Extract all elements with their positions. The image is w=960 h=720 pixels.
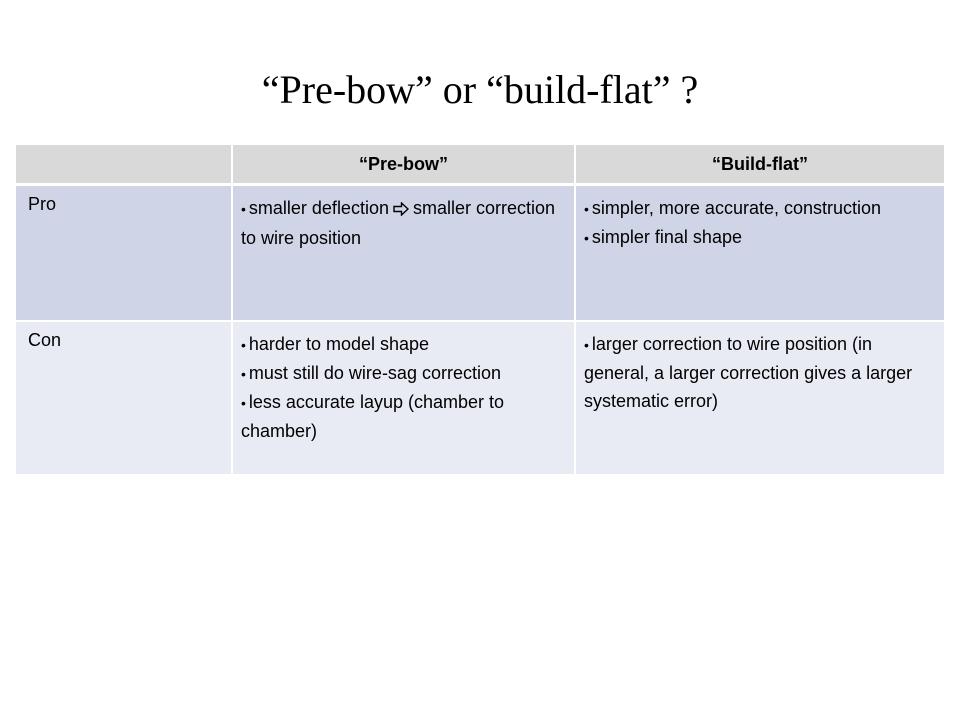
bullet-icon: • <box>241 337 246 353</box>
bullet-icon: • <box>241 366 246 382</box>
list-item: •harder to model shape <box>241 330 568 359</box>
bullet-icon: • <box>584 230 589 246</box>
con-prebow-list: •harder to model shape •must still do wi… <box>241 330 568 445</box>
comparison-table: “Pre-bow” “Build-flat” Pro •smaller defl… <box>16 145 944 474</box>
bullet-text: less accurate layup (chamber to chamber) <box>241 392 505 441</box>
pro-buildflat-cell: •simpler, more accurate, construction •s… <box>574 184 944 322</box>
bullet-icon: • <box>584 201 589 217</box>
right-arrow-icon <box>393 196 410 224</box>
row-label-con: Con <box>16 321 232 474</box>
list-item: •must still do wire-sag correction <box>241 359 568 388</box>
table-row-con: Con •harder to model shape •must still d… <box>16 321 944 474</box>
slide-title: “Pre-bow” or “build-flat” ? <box>261 67 699 112</box>
list-item: •less accurate layup (chamber to chamber… <box>241 388 568 445</box>
bullet-text: must still do wire-sag correction <box>248 363 501 383</box>
list-item: •simpler, more accurate, construction <box>584 194 938 223</box>
con-prebow-cell: •harder to model shape •must still do wi… <box>231 321 575 474</box>
table-header-row: “Pre-bow” “Build-flat” <box>16 145 944 186</box>
con-buildflat-list: •larger correction to wire position (in … <box>584 330 938 415</box>
bullet-text: simpler, more accurate, construction <box>591 198 882 218</box>
con-buildflat-cell: •larger correction to wire position (in … <box>574 321 944 474</box>
list-item: •simpler final shape <box>584 223 938 252</box>
bullet-icon: • <box>241 201 246 217</box>
bullet-text: simpler final shape <box>591 227 742 247</box>
bullet-icon: • <box>241 395 246 411</box>
bullet-text-after: smaller correction to wire position <box>241 198 556 248</box>
bullet-icon: • <box>584 337 589 353</box>
header-prebow: “Pre-bow” <box>231 145 575 186</box>
row-label-pro: Pro <box>16 184 232 322</box>
header-corner-cell <box>16 145 232 186</box>
bullet-text: harder to model shape <box>248 334 430 354</box>
bullet-text-before: smaller deflection <box>248 198 389 218</box>
bullet-text: larger correction to wire position (in g… <box>584 334 913 411</box>
pro-buildflat-list: •simpler, more accurate, construction •s… <box>584 194 938 252</box>
header-buildflat: “Build-flat” <box>574 145 944 186</box>
list-item: •larger correction to wire position (in … <box>584 330 938 415</box>
